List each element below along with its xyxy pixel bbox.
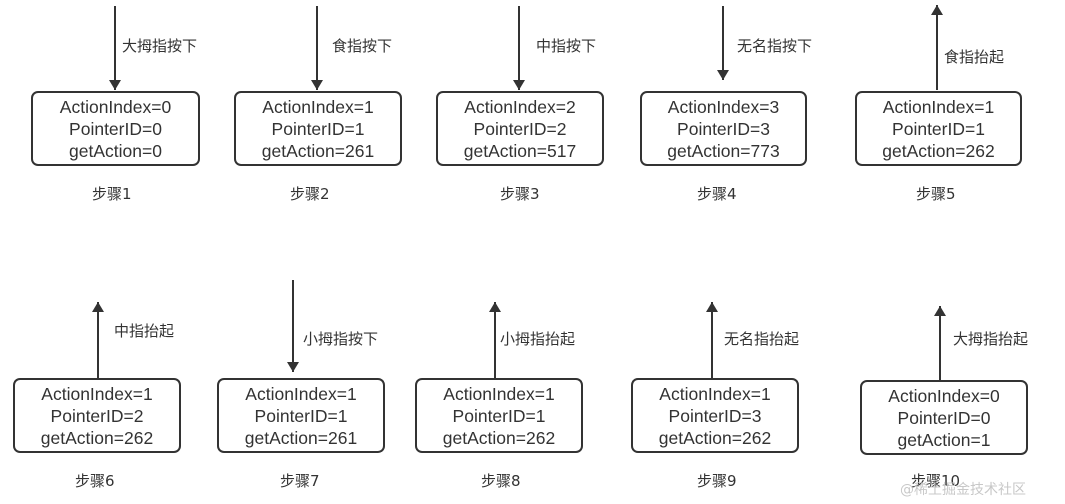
get-action-text: getAction=1 xyxy=(897,429,991,450)
step-3-caption: 步骤3 xyxy=(500,185,540,203)
step-6-caption: 步骤6 xyxy=(75,472,115,490)
step-7-gesture-label: 小拇指按下 xyxy=(303,330,379,348)
pointer-id-text: PointerID=2 xyxy=(50,405,144,426)
step-1-box: ActionIndex=0 PointerID=0 getAction=0 xyxy=(31,91,200,166)
step-5-caption: 步骤5 xyxy=(916,185,956,203)
action-index-text: ActionIndex=1 xyxy=(41,383,153,404)
pointer-id-text: PointerID=1 xyxy=(452,405,546,426)
step-5-box: ActionIndex=1 PointerID=1 getAction=262 xyxy=(855,91,1022,166)
pointer-id-text: PointerID=0 xyxy=(897,407,991,428)
get-action-text: getAction=262 xyxy=(882,140,995,161)
step-1-caption: 步骤1 xyxy=(92,185,132,203)
step-6-gesture-label: 中指抬起 xyxy=(114,322,175,340)
step-7-caption: 步骤7 xyxy=(280,472,320,490)
step-9-gesture-label: 无名指抬起 xyxy=(724,330,800,348)
pointer-id-text: PointerID=1 xyxy=(892,118,985,139)
action-index-text: ActionIndex=1 xyxy=(245,383,357,404)
action-index-text: ActionIndex=0 xyxy=(888,385,1000,406)
get-action-text: getAction=262 xyxy=(40,427,154,448)
pointer-id-text: PointerID=3 xyxy=(668,405,762,426)
get-action-text: getAction=262 xyxy=(658,427,772,448)
action-index-text: ActionIndex=1 xyxy=(659,383,771,404)
get-action-text: getAction=261 xyxy=(244,427,358,448)
get-action-text: getAction=261 xyxy=(261,140,375,161)
step-8-box: ActionIndex=1 PointerID=1 getAction=262 xyxy=(415,378,583,453)
action-index-text: ActionIndex=0 xyxy=(59,96,172,117)
step-1-gesture-label: 大拇指按下 xyxy=(122,37,198,55)
step-3-gesture-label: 中指按下 xyxy=(536,37,597,55)
step-10-caption: 步骤10 xyxy=(911,472,961,490)
get-action-text: getAction=517 xyxy=(463,140,577,161)
step-10-box: ActionIndex=0 PointerID=0 getAction=1 xyxy=(860,380,1028,455)
action-index-text: ActionIndex=1 xyxy=(443,383,555,404)
action-index-text: ActionIndex=2 xyxy=(464,96,576,117)
action-index-text: ActionIndex=3 xyxy=(667,96,780,117)
step-2-caption: 步骤2 xyxy=(290,185,330,203)
step-4-caption: 步骤4 xyxy=(697,185,737,203)
step-4-box: ActionIndex=3 PointerID=3 getAction=773 xyxy=(640,91,807,166)
pointer-id-text: PointerID=1 xyxy=(254,405,348,426)
action-index-text: ActionIndex=1 xyxy=(262,96,374,117)
step-9-caption: 步骤9 xyxy=(697,472,737,490)
step-6-box: ActionIndex=1 PointerID=2 getAction=262 xyxy=(13,378,181,453)
pointer-id-text: PointerID=2 xyxy=(473,118,567,139)
step-7-box: ActionIndex=1 PointerID=1 getAction=261 xyxy=(217,378,385,453)
step-2-box: ActionIndex=1 PointerID=1 getAction=261 xyxy=(234,91,402,166)
pointer-id-text: PointerID=3 xyxy=(677,118,770,139)
action-index-text: ActionIndex=1 xyxy=(882,96,995,117)
watermark: @稀土掘金技术社区 xyxy=(900,482,1026,498)
get-action-text: getAction=0 xyxy=(69,140,162,161)
step-9-box: ActionIndex=1 PointerID=3 getAction=262 xyxy=(631,378,799,453)
step-5-gesture-label: 食指抬起 xyxy=(944,48,1005,66)
get-action-text: getAction=262 xyxy=(442,427,556,448)
pointer-id-text: PointerID=0 xyxy=(69,118,162,139)
step-8-gesture-label: 小拇指抬起 xyxy=(500,330,576,348)
pointer-id-text: PointerID=1 xyxy=(271,118,365,139)
step-3-box: ActionIndex=2 PointerID=2 getAction=517 xyxy=(436,91,604,166)
get-action-text: getAction=773 xyxy=(667,140,780,161)
step-2-gesture-label: 食指按下 xyxy=(332,37,393,55)
step-8-caption: 步骤8 xyxy=(481,472,521,490)
step-10-gesture-label: 大拇指抬起 xyxy=(953,330,1029,348)
step-4-gesture-label: 无名指按下 xyxy=(737,37,813,55)
